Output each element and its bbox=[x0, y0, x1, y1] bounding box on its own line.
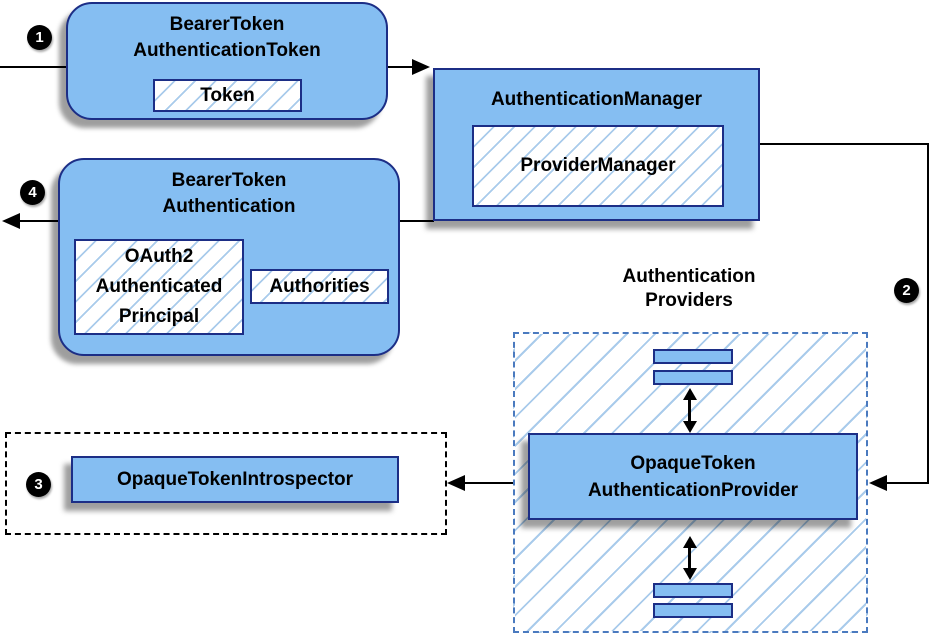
step-badge-2: 2 bbox=[894, 278, 919, 303]
node-title-line: AuthenticationManager bbox=[490, 89, 703, 110]
authentication-providers-label-line1: Authentication bbox=[622, 266, 756, 287]
node-title-line: AuthenticationProvider bbox=[587, 480, 799, 501]
arrow-up-icon bbox=[683, 536, 697, 548]
node-bearer-token-authentication-token: BearerToken AuthenticationToken Token bbox=[66, 2, 388, 120]
arrow-left-icon bbox=[869, 475, 887, 491]
principal-line: Authenticated bbox=[95, 276, 223, 297]
authorities-field: Authorities bbox=[250, 269, 389, 304]
arrow-up-icon bbox=[683, 388, 697, 400]
node-opaque-token-authentication-provider: OpaqueToken AuthenticationProvider bbox=[528, 433, 858, 520]
provider-manager-field: ProviderManager bbox=[472, 125, 724, 207]
authentication-providers-label: Authentication Providers bbox=[589, 265, 789, 313]
manager-to-provider-line-bottom bbox=[885, 482, 929, 484]
token-field: Token bbox=[153, 79, 302, 112]
node-opaque-token-introspector: OpaqueTokenIntrospector bbox=[71, 456, 399, 503]
token-to-manager-line bbox=[388, 66, 416, 68]
step-badge-3: 3 bbox=[26, 472, 51, 497]
arrow-left-icon bbox=[447, 475, 465, 491]
provider-list-connector-bottom bbox=[688, 546, 691, 570]
manager-to-authentication-line bbox=[400, 220, 434, 222]
provider-list-connector-top bbox=[688, 398, 691, 423]
authentication-providers-label-line2: Providers bbox=[645, 290, 733, 311]
principal-line: OAuth2 bbox=[124, 246, 194, 267]
node-title-line: BearerToken bbox=[169, 14, 285, 35]
arrow-left-icon bbox=[2, 213, 20, 229]
node-title-line: AuthenticationToken bbox=[133, 40, 321, 61]
provider-placeholder-bar bbox=[653, 603, 733, 618]
provider-placeholder-bar bbox=[653, 370, 733, 385]
node-title-line: OpaqueToken bbox=[630, 453, 756, 474]
step-badge-1: 1 bbox=[27, 25, 52, 50]
provider-placeholder-bar bbox=[653, 349, 733, 364]
manager-to-provider-line-top bbox=[760, 143, 929, 145]
arrow-down-icon bbox=[683, 568, 697, 580]
principal-line: Principal bbox=[118, 306, 200, 327]
authentication-result-line bbox=[18, 220, 58, 222]
step-badge-4: 4 bbox=[20, 180, 45, 205]
node-authentication-manager: AuthenticationManager ProviderManager bbox=[433, 68, 760, 221]
oauth2-authenticated-principal-field: OAuth2 Authenticated Principal bbox=[74, 239, 244, 335]
incoming-request-line bbox=[0, 66, 66, 68]
arrow-down-icon bbox=[683, 421, 697, 433]
manager-to-provider-line-vertical bbox=[927, 143, 929, 484]
provider-to-introspector-line bbox=[463, 482, 513, 484]
node-title-line: BearerToken bbox=[171, 170, 287, 191]
provider-placeholder-bar bbox=[653, 583, 733, 598]
arrow-right-icon bbox=[412, 59, 430, 75]
introspector-dashed-container bbox=[5, 432, 447, 535]
node-title-line: Authentication bbox=[162, 196, 296, 217]
node-bearer-token-authentication: BearerToken Authentication OAuth2 Authen… bbox=[58, 158, 400, 356]
